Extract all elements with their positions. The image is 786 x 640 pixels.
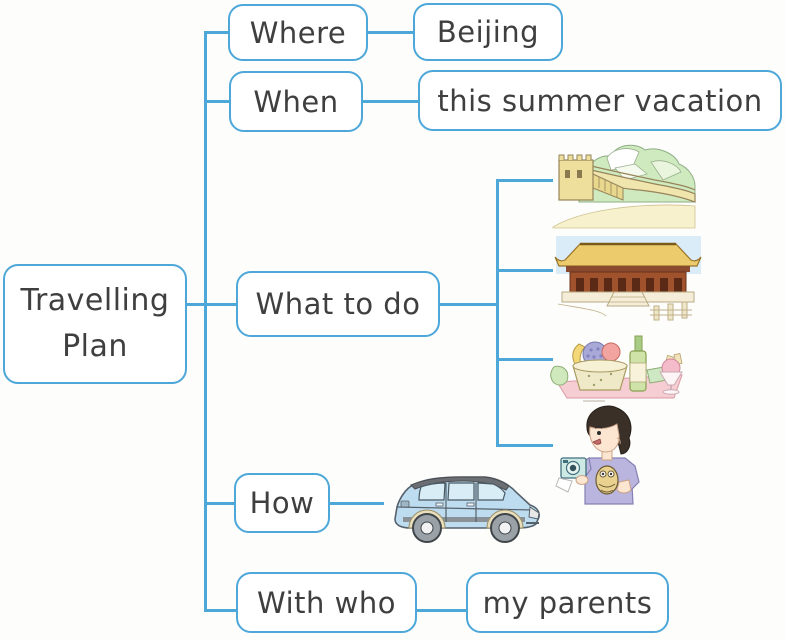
connector-food xyxy=(496,358,553,361)
chinese-food-illustration xyxy=(547,330,692,404)
connector-boy xyxy=(496,444,553,447)
connector-with-who-value xyxy=(415,609,468,612)
node-how: How xyxy=(234,473,330,533)
node-my-parents: my parents xyxy=(466,572,669,633)
node-beijing: Beijing xyxy=(413,3,563,61)
with-who-label: With who xyxy=(257,585,396,620)
connector-great-wall xyxy=(496,179,553,182)
root-label-line2: Plan xyxy=(62,329,128,364)
connector-where-beijing xyxy=(366,31,415,34)
connector-when-value xyxy=(361,100,420,103)
my-parents-label: my parents xyxy=(482,585,653,620)
connector-when xyxy=(204,100,231,103)
node-with-who: With who xyxy=(236,572,417,633)
connector-where xyxy=(204,31,230,34)
what-to-do-label: What to do xyxy=(255,287,421,321)
main-trunk-line xyxy=(204,31,207,611)
beijing-label: Beijing xyxy=(436,15,540,49)
node-when: When xyxy=(229,71,363,132)
connector-root-what-to-do xyxy=(185,303,238,306)
node-what-to-do: What to do xyxy=(236,271,440,337)
boy-taking-photos-illustration xyxy=(555,400,656,509)
node-where: Where xyxy=(228,4,368,61)
forbidden-city-illustration xyxy=(550,232,707,323)
root-label-line1: Travelling xyxy=(20,282,170,318)
summer-vacation-label: this summer vacation xyxy=(437,83,763,118)
great-wall-illustration xyxy=(551,140,697,229)
connector-forbidden-city xyxy=(496,269,553,272)
what-to-do-trunk-line xyxy=(496,179,499,446)
where-label: Where xyxy=(249,15,347,50)
node-this-summer-vacation: this summer vacation xyxy=(418,70,782,131)
when-label: When xyxy=(253,84,339,119)
node-travelling-plan: Travelling Plan xyxy=(3,264,187,384)
connector-what-to-do-trunk xyxy=(438,303,498,306)
connector-how xyxy=(204,502,236,505)
connector-how-car xyxy=(328,502,384,505)
how-label: How xyxy=(249,486,315,520)
car-illustration xyxy=(381,467,548,547)
connector-with-who xyxy=(204,609,238,612)
